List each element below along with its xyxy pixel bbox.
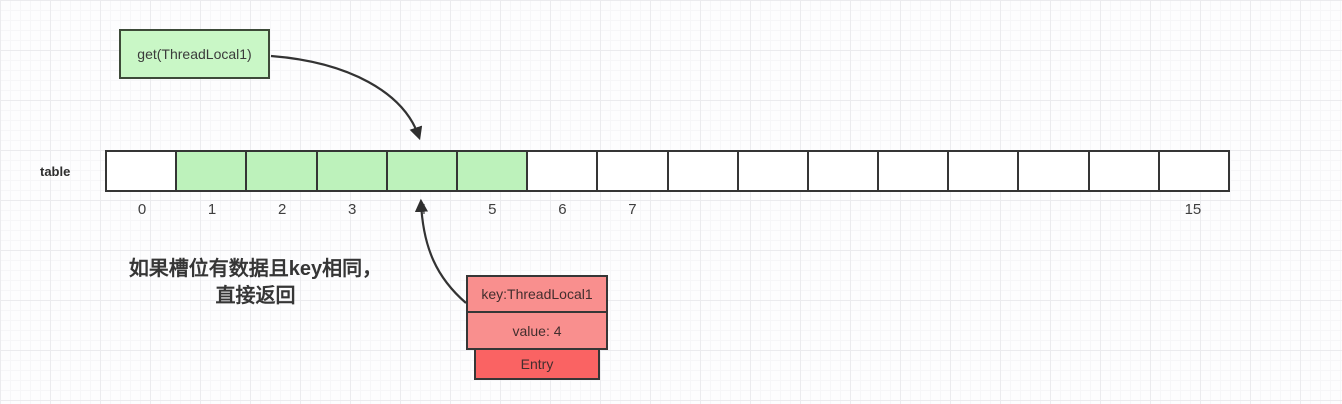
- slot-index-label-5: 5: [488, 201, 497, 218]
- entry-key-label: key:ThreadLocal1: [481, 286, 593, 302]
- annotation-note: 如果槽位有数据且key相同， 直接返回: [108, 256, 403, 310]
- table-slot-4: [387, 152, 458, 190]
- table-label: table: [40, 164, 71, 179]
- slot-index-label-4: 4: [418, 201, 427, 218]
- slot-index-label-7: 7: [628, 201, 637, 218]
- annotation-line-1: 如果槽位有数据且key相同，: [128, 258, 383, 280]
- table-slot-6: [528, 152, 599, 190]
- table-slot-2: [247, 152, 318, 190]
- table-slot-14: [1089, 152, 1160, 190]
- table-slot-13: [1019, 152, 1090, 190]
- table-slot-10: [808, 152, 880, 190]
- annotation-line-2: 直接返回: [215, 285, 296, 307]
- slot-index-label-6: 6: [558, 201, 567, 218]
- table-slot-0: [107, 152, 178, 190]
- slot-index-label-3: 3: [348, 201, 357, 218]
- get-call-label: get(ThreadLocal1): [137, 46, 252, 62]
- entry-value-box: value: 4: [466, 311, 608, 350]
- get-call-box: get(ThreadLocal1): [119, 29, 270, 79]
- slot-index-label-15: 15: [1184, 201, 1202, 218]
- slot-index-label-0: 0: [137, 201, 147, 218]
- table-slot-9: [738, 152, 809, 190]
- slot-index-label-2: 2: [277, 201, 287, 218]
- slot-index-label-1: 1: [207, 201, 217, 218]
- hash-table-array: [105, 150, 1230, 192]
- table-slot-15: [1159, 152, 1228, 190]
- table-slot-12: [949, 152, 1020, 190]
- entry-value-label: value: 4: [512, 322, 562, 339]
- table-slot-11: [879, 152, 950, 190]
- entry-tag-box: Entry: [474, 348, 600, 380]
- get-to-slot4-arrow: [270, 54, 423, 141]
- entry-key-box: key:ThreadLocal1: [466, 275, 608, 313]
- table-slot-1: [177, 152, 248, 190]
- table-slot-7: [598, 152, 669, 190]
- table-slot-3: [317, 152, 388, 190]
- entry-tag-label: Entry: [520, 356, 554, 372]
- table-slot-5: [457, 152, 529, 190]
- table-slot-8: [668, 152, 739, 190]
